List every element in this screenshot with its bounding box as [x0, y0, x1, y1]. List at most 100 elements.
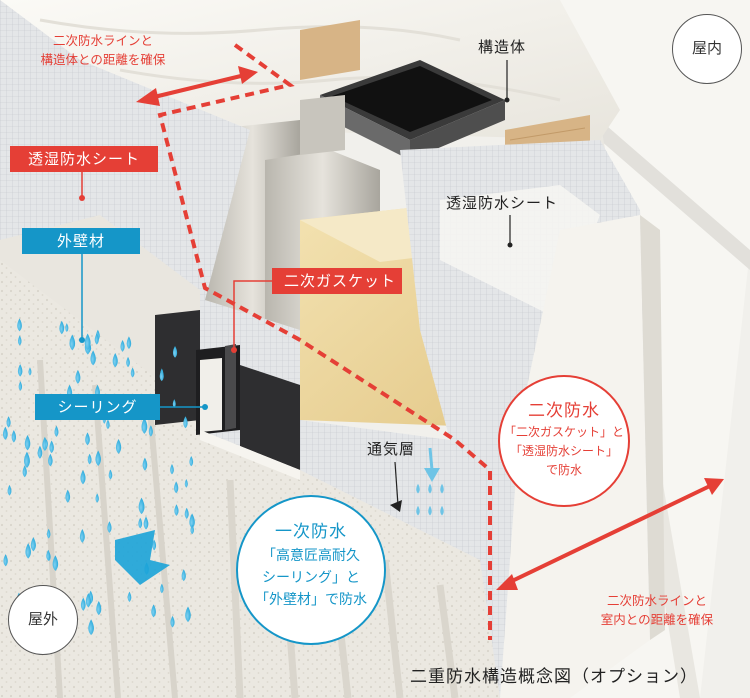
secondary-title: 二次防水	[528, 401, 600, 421]
primary-line-1: 「高意匠高耐久	[262, 548, 360, 564]
note-bottom-right-line-1: 二次防水ラインと	[606, 593, 707, 608]
rain-drop	[152, 539, 157, 551]
rain-drop	[189, 513, 195, 529]
rain-drop	[49, 440, 54, 454]
rain-drop	[126, 356, 130, 368]
rain-drop	[107, 521, 112, 533]
rain-drop	[24, 435, 31, 451]
rain-drop	[24, 451, 30, 469]
rain-drop	[138, 497, 145, 515]
rain-drop	[84, 333, 91, 351]
rain-drop	[30, 537, 36, 552]
rain-drop	[69, 334, 76, 351]
distance-arrows	[136, 66, 724, 590]
rain-direction-arrows	[115, 447, 440, 585]
rain-drop	[172, 345, 178, 358]
rain-drop	[170, 463, 174, 475]
note-top-left-line-2: 構造体との距離を確保	[40, 52, 166, 67]
bubble-secondary-waterproof: 二次防水 「二次ガスケット」と 「透湿防水シート」 で防水	[498, 375, 630, 507]
rain-drop	[185, 606, 191, 623]
gasket-and-sealing-block	[155, 310, 300, 470]
rain-drop	[59, 320, 65, 335]
rain-drop	[90, 350, 96, 366]
rain-drop	[18, 381, 23, 391]
rain-drop	[141, 417, 148, 434]
rain-drop	[183, 416, 188, 429]
rain-drop	[75, 369, 81, 384]
label-breathable-sheet-right: 透湿防水シート	[446, 194, 559, 212]
rain-drop	[142, 457, 148, 471]
rain-drop	[48, 453, 53, 467]
rain-drop	[37, 445, 43, 459]
note-bottom-right-line-2: 室内との距離を確保	[600, 612, 714, 627]
rain-drop	[46, 528, 51, 539]
rain-drop	[7, 484, 12, 496]
rain-drop	[143, 516, 149, 530]
rain-drop	[416, 505, 420, 516]
tag-breathable-sheet: 透湿防水シート	[10, 146, 158, 172]
rain-drop	[79, 529, 85, 543]
rain-drop	[80, 470, 86, 485]
rain-drop	[115, 439, 122, 454]
primary-title: 一次防水	[275, 522, 347, 542]
badge-outdoor: 屋外	[8, 585, 78, 655]
label-air-layer: 通気層	[367, 440, 416, 458]
rain-drop	[112, 352, 118, 368]
rain-drop	[184, 507, 189, 519]
rain-drop	[17, 364, 23, 377]
rain-drop	[95, 493, 99, 503]
rain-drop	[174, 481, 179, 494]
figure-title: 二重防水構造概念図（オプション）	[410, 667, 698, 687]
rain-drop	[22, 465, 27, 478]
rain-drop	[190, 524, 194, 535]
rain-drop	[96, 600, 102, 616]
secondary-line-2: 「透湿防水シート」	[509, 444, 618, 458]
rain-drop	[181, 569, 186, 582]
secondary-line-3: で防水	[545, 463, 582, 477]
note-secondary-line-structure: 二次防水ラインと 構造体との距離を確保	[18, 31, 188, 69]
rain-drop	[88, 619, 94, 636]
rain-drop	[25, 543, 31, 559]
tag-sealing: シーリング	[35, 394, 160, 420]
rain-drop	[172, 399, 176, 408]
rain-drop	[2, 426, 8, 440]
rain-drop	[85, 432, 90, 446]
bubble-primary-waterproof: 一次防水 「高意匠高耐久 シーリング」と 「外壁材」で防水	[236, 495, 386, 645]
rain-drop	[65, 323, 69, 332]
rain-drop	[3, 554, 8, 567]
rain-drop	[428, 505, 432, 516]
rain-drop	[148, 425, 153, 437]
rain-drop	[94, 333, 99, 345]
label-structure: 構造体	[478, 38, 527, 56]
rain-drop	[52, 555, 59, 571]
rain-drop	[440, 505, 444, 516]
rain-drop	[189, 455, 194, 467]
note-secondary-line-indoor: 二次防水ラインと 室内との距離を確保	[572, 591, 742, 629]
rain-drop	[120, 340, 125, 352]
rain-drop	[87, 453, 92, 465]
rain-drop	[95, 450, 101, 466]
secondary-line-1: 「二次ガスケット」と	[503, 425, 624, 439]
rain-drop	[151, 604, 156, 618]
rain-drop	[428, 483, 432, 494]
rain-drop	[130, 367, 135, 378]
rain-drop	[54, 425, 59, 437]
rain-drop	[184, 479, 188, 488]
rain-drop	[106, 419, 110, 430]
rain-drop	[11, 430, 17, 443]
rain-drop	[159, 369, 164, 382]
rain-drop	[416, 483, 420, 494]
primary-line-2: シーリング」と	[262, 570, 360, 586]
rain-drop	[174, 504, 179, 516]
rain-drop	[17, 335, 22, 346]
secondary-waterproof-line	[157, 43, 492, 640]
rain-drop	[28, 367, 32, 376]
tag-exterior-wall: 外壁材	[22, 228, 140, 254]
rain-drop	[160, 583, 164, 594]
rain-drop	[17, 318, 22, 332]
rain-drop	[108, 469, 113, 480]
note-top-left-line-1: 二次防水ラインと	[52, 33, 153, 48]
rain-drop	[440, 483, 444, 494]
rain-drop	[170, 615, 175, 628]
